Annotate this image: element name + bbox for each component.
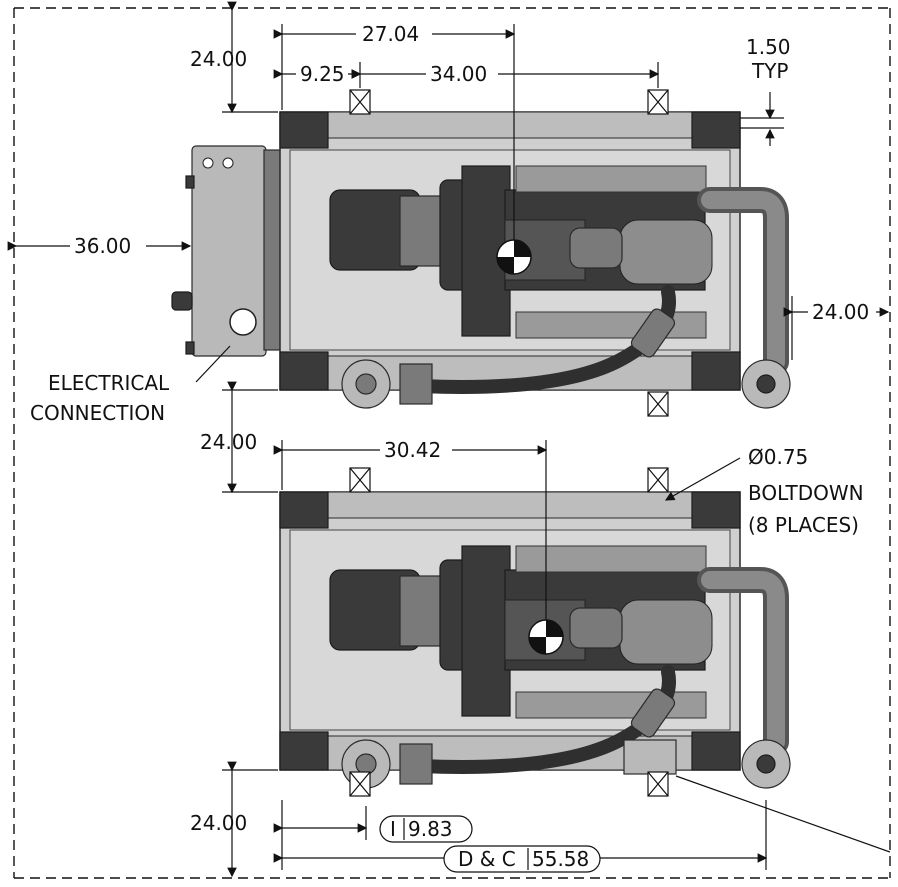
dc-capsule bbox=[443, 845, 601, 873]
inspection-value: 9.83 bbox=[408, 817, 453, 841]
inspection-capsule bbox=[379, 815, 473, 843]
dc-value: 55.58 bbox=[532, 847, 589, 871]
dim-typ: TYP bbox=[751, 59, 789, 83]
dc-label: D & C bbox=[458, 847, 516, 871]
electrical-label-line1: ELECTRICAL bbox=[48, 371, 170, 395]
electrical-box bbox=[171, 145, 287, 357]
dim-27-04: 27.04 bbox=[362, 22, 419, 46]
dim-34-00: 34.00 bbox=[430, 62, 487, 86]
top-unit bbox=[171, 89, 791, 417]
dim-9-25: 9.25 bbox=[300, 62, 345, 86]
dim-24-00-top: 24.00 bbox=[190, 47, 247, 71]
electrical-label-line2: CONNECTION bbox=[30, 401, 165, 425]
dimension-labels: 27.04 24.00 9.25 34.00 1.50 TYP 36.00 24… bbox=[30, 22, 876, 873]
dim-30-42: 30.42 bbox=[384, 438, 441, 462]
boltdown-places: (8 PLACES) bbox=[748, 513, 859, 537]
clearance-boundary bbox=[13, 7, 891, 879]
dim-24-00-bottom: 24.00 bbox=[190, 811, 247, 835]
dim-36-00: 36.00 bbox=[74, 234, 131, 258]
dim-24-00-right: 24.00 bbox=[812, 300, 869, 324]
center-of-gravity-symbol bbox=[496, 239, 532, 275]
boltdown-label: BOLTDOWN bbox=[748, 481, 864, 505]
dim-24-00-mid: 24.00 bbox=[200, 430, 257, 454]
bottom-unit bbox=[279, 467, 791, 797]
dim-1-50: 1.50 bbox=[746, 35, 791, 59]
inspection-label: I bbox=[390, 817, 396, 841]
boltdown-diameter: Ø0.75 bbox=[748, 445, 808, 469]
center-of-gravity-symbol-lower bbox=[528, 619, 564, 655]
